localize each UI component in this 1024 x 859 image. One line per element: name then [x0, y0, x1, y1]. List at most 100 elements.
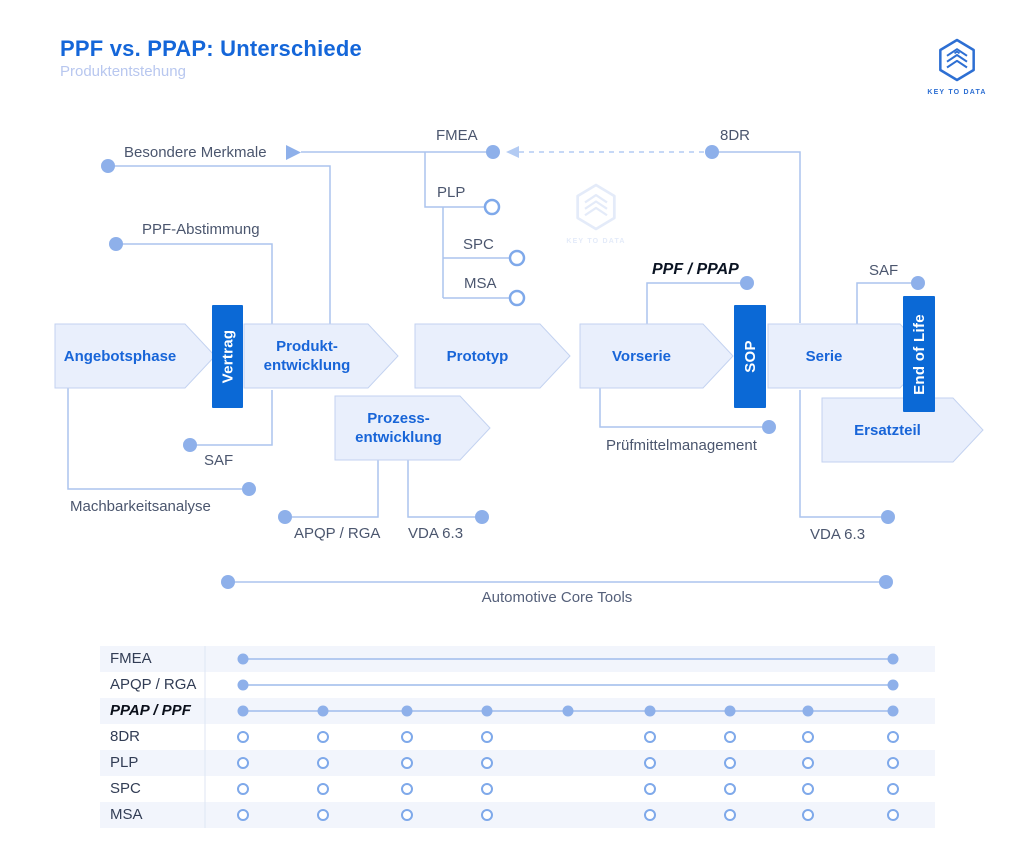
dot-saf-right — [911, 276, 925, 290]
note-saf-serie: SAF — [869, 262, 899, 279]
phase-arrow-angebotsphase — [54, 323, 216, 389]
note-ppf-ppap: PPF / PPAP — [652, 261, 739, 278]
matrix-row-label: PLP — [110, 754, 139, 771]
matrix-open-circle — [644, 783, 656, 795]
matrix-open-circle — [724, 783, 736, 795]
matrix-open-circle — [401, 783, 413, 795]
open-endpoints — [483, 198, 526, 307]
milestone-bar-sop: SOP — [734, 305, 766, 408]
dot-ppf-abstimmung — [109, 237, 123, 251]
matrix-open-circle — [802, 783, 814, 795]
watermark-logo-text: KEY TO DATA — [566, 238, 626, 245]
connector-vda63-serie — [799, 390, 881, 518]
matrix-open-circle — [887, 731, 899, 743]
connector-plp — [424, 152, 484, 208]
page-subtitle: Produktentstehung — [60, 63, 186, 80]
dot-pruefmittelmanagement — [762, 420, 776, 434]
matrix-filled-dot — [644, 705, 656, 717]
connector-8dr-down — [712, 151, 801, 323]
matrix-filled-dot — [237, 705, 249, 717]
phase-arrow-vorserie — [579, 323, 734, 389]
note-pruefmittelmanagement: Prüfmittelmanagement — [606, 437, 757, 454]
triangle-besondere-merkmale — [286, 145, 301, 160]
matrix-open-circle — [724, 757, 736, 769]
matrix-row-label: FMEA — [110, 650, 152, 667]
matrix-open-circle — [401, 731, 413, 743]
matrix-open-circle — [237, 731, 249, 743]
page-title: PPF vs. PPAP: Unterschiede — [60, 36, 362, 61]
note-saf-vertrag: SAF — [204, 452, 234, 469]
watermark-logo-icon — [576, 183, 616, 231]
phase-label-angebotsphase: Angebotsphase — [63, 348, 177, 365]
matrix-open-circle — [481, 757, 493, 769]
connector-ppf-ppap — [646, 282, 740, 324]
matrix-open-circle — [802, 731, 814, 743]
connector-machbarkeitsanalyse — [67, 388, 242, 490]
milestone-label-end-of-life: End of Life — [910, 313, 928, 395]
watermark-logo: KEY TO DATA — [551, 183, 641, 245]
matrix-filled-dot — [724, 705, 736, 717]
arrowhead-dashed-left — [506, 146, 519, 158]
matrix-open-circle — [237, 757, 249, 769]
note-vda63-serie: VDA 6.3 — [810, 526, 866, 543]
brand-logo: KEY TO DATA — [923, 38, 991, 96]
matrix-open-circle — [887, 809, 899, 821]
note-automotive-core-tools: Automotive Core Tools — [481, 589, 633, 606]
matrix-open-circle — [401, 757, 413, 769]
matrix-open-circle — [317, 809, 329, 821]
circle-spc — [508, 249, 526, 267]
matrix-open-circle — [317, 731, 329, 743]
matrix-open-circle — [317, 757, 329, 769]
phase-arrows — [54, 323, 984, 463]
matrix-row-label: PPAP / PPF — [110, 702, 191, 719]
matrix-row-label: MSA — [110, 806, 143, 823]
connector-ppf-abstimmung — [116, 243, 273, 324]
dot-8dr — [705, 145, 719, 159]
matrix-open-circle — [237, 809, 249, 821]
note-apqp-rga: APQP / RGA — [294, 525, 381, 542]
matrix-open-circle — [887, 783, 899, 795]
milestone-bar-end-of-life: End of Life — [903, 296, 935, 412]
matrix-markers — [204, 646, 899, 828]
matrix-open-circle — [802, 809, 814, 821]
dot-ppf-ppap — [740, 276, 754, 290]
brand-logo-text: KEY TO DATA — [927, 89, 987, 96]
matrix-open-circle — [724, 809, 736, 821]
note-msa-label: MSA — [464, 275, 497, 292]
dot-act-right — [879, 575, 893, 589]
matrix-filled-dot — [562, 705, 574, 717]
dot-vda63-serie — [881, 510, 895, 524]
matrix-open-circle — [481, 809, 493, 821]
dot-machbarkeitsanalyse — [242, 482, 256, 496]
connector-saf-right — [856, 282, 911, 324]
milestone-label-sop: SOP — [741, 340, 759, 373]
milestone-bar-vertrag: Vertrag — [212, 305, 243, 408]
matrix-open-circle — [802, 757, 814, 769]
flow-diagram — [54, 145, 984, 589]
matrix-filled-dot — [802, 705, 814, 717]
connector-pruefmittelmanagement — [599, 388, 762, 428]
phase-label-serie: Serie — [805, 348, 843, 365]
note-8dr: 8DR — [720, 127, 751, 144]
phase-label-vorserie: Vorserie — [612, 348, 671, 365]
note-besondere-merkmale: Besondere Merkmale — [124, 144, 267, 161]
matrix-open-circle — [481, 731, 493, 743]
matrix-filled-dot — [481, 705, 493, 717]
matrix-open-circle — [401, 809, 413, 821]
dot-besondere-merkmale — [101, 159, 115, 173]
note-ppf-abstimmung: PPF-Abstimmung — [142, 221, 260, 238]
phase-label-prototyp: Prototyp — [446, 348, 509, 365]
circle-plp — [483, 198, 501, 216]
matrix-open-circle — [644, 809, 656, 821]
note-spc: SPC — [463, 236, 494, 253]
connector-saf-left — [190, 390, 273, 446]
matrix-open-circle — [887, 757, 899, 769]
matrix-filled-dot — [887, 679, 899, 691]
matrix-filled-dot — [317, 705, 329, 717]
phase-label-prozessentwicklung: Prozess- entwicklung — [355, 410, 442, 446]
matrix-filled-dot — [887, 705, 899, 717]
dot-act-left — [221, 575, 235, 589]
matrix-filled-dot — [401, 705, 413, 717]
